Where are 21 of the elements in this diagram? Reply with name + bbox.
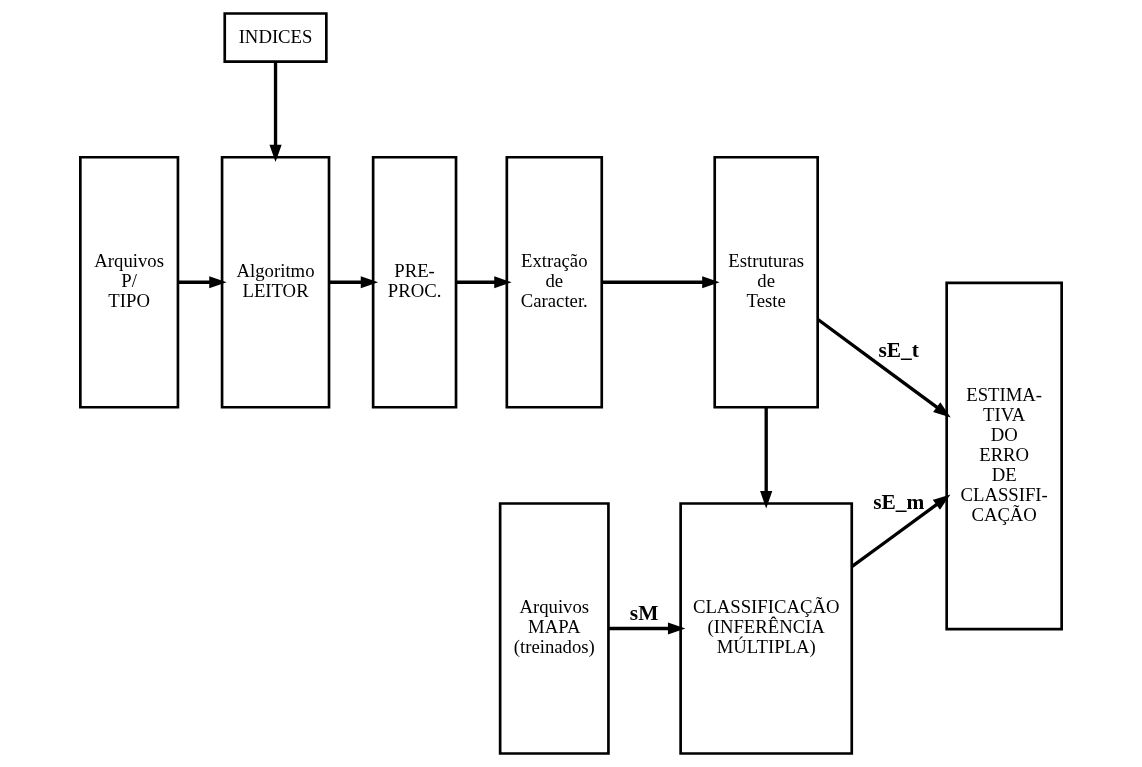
edge-label: sE_m bbox=[873, 490, 925, 515]
arrow bbox=[269, 61, 282, 163]
node-box: ESTIMA- TIVA DO ERRO DE CLASSIFI- CAÇÃO bbox=[945, 281, 1063, 631]
arrow bbox=[817, 318, 951, 418]
arrow bbox=[850, 494, 951, 569]
node-box: Algoritmo LEITOR bbox=[220, 155, 331, 409]
edge-label: sE_t bbox=[878, 337, 919, 362]
arrow bbox=[329, 276, 379, 289]
edge-label: sM bbox=[629, 601, 659, 626]
node-box: INDICES bbox=[223, 12, 328, 63]
arrow bbox=[602, 276, 720, 289]
node-box: Arquivos MAPA (treinados) bbox=[498, 502, 610, 755]
arrow bbox=[608, 622, 686, 635]
node-box: PRE- PROC. bbox=[371, 155, 458, 409]
node-box: Arquivos P/ TIPO bbox=[79, 155, 180, 409]
node-box: Estruturas de Teste bbox=[713, 155, 819, 409]
node-box: Extração de Caracter. bbox=[505, 155, 604, 409]
arrow bbox=[178, 276, 227, 289]
node-box: CLASSIFICAÇÃO (INFERÊNCIA MÚLTIPLA) bbox=[679, 502, 854, 755]
arrow bbox=[760, 407, 773, 509]
arrow bbox=[456, 276, 512, 289]
